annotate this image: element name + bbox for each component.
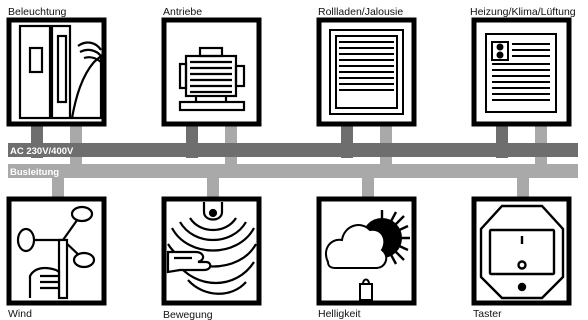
device-label-antriebe: Antriebe <box>163 6 202 18</box>
device-wind: Wind <box>8 199 104 320</box>
device-beleuchtung: Beleuchtung <box>8 6 104 124</box>
push-button-icon <box>481 206 563 298</box>
power-line-label: AC 230V/400V <box>10 146 74 157</box>
device-label-helligkeit: Helligkeit <box>318 308 361 320</box>
device-label-heizung: Heizung/Klima/Lüftung <box>470 6 576 18</box>
device-label-beleuchtung: Beleuchtung <box>8 6 67 18</box>
device-label-taster: Taster <box>473 308 502 320</box>
device-label-rollladen: Rollladen/Jalousie <box>318 6 403 18</box>
device-heizung: Heizung/Klima/Lüftung <box>470 6 576 124</box>
device-helligkeit: Helligkeit <box>318 199 414 320</box>
device-antriebe: Antriebe <box>163 6 259 124</box>
bus-line: Busleitung <box>8 164 578 178</box>
device-taster: Taster <box>473 199 569 320</box>
device-label-wind: Wind <box>8 308 32 320</box>
device-label-bewegung: Bewegung <box>163 309 213 320</box>
device-rollladen: Rollladen/Jalousie <box>318 6 414 124</box>
device-bewegung: Bewegung <box>163 199 259 320</box>
power-line: AC 230V/400V <box>8 143 578 157</box>
bus-line-label: Busleitung <box>10 167 59 178</box>
